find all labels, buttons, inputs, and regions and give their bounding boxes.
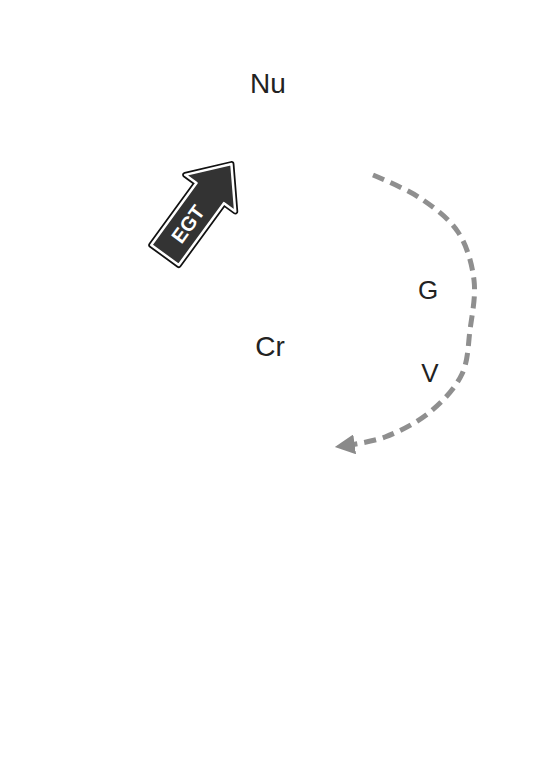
- node-label: Nu: [250, 70, 286, 98]
- chromatophore-shape: [85, 195, 345, 625]
- er-cisterna: [326, 47, 358, 121]
- nuclear-envelope: [206, 52, 330, 176]
- er-cisterna: [336, 143, 373, 198]
- transfer-arrow: [151, 164, 235, 265]
- chromatophore-body: [122, 235, 300, 585]
- arrow-body: [151, 164, 235, 265]
- er-cisterna: [344, 53, 368, 148]
- nucleus: Nu: [198, 45, 383, 207]
- golgi-cisterna: [398, 206, 494, 247]
- golgi-vesicle: [494, 267, 502, 275]
- golgi-cisterna: [389, 237, 482, 276]
- plastid-shadow: [95, 270, 305, 610]
- arrow-outline: [151, 164, 235, 265]
- background-plastid: [95, 270, 305, 610]
- organelle-label: G: [418, 277, 438, 303]
- wall-segments: [17, 17, 519, 713]
- er-cisterna: [306, 45, 345, 94]
- er-cisterna: [323, 156, 357, 195]
- organelle-label: V: [421, 360, 438, 386]
- cell-stalk: [258, 716, 278, 758]
- nuclear-envelope: [210, 56, 326, 172]
- nucleus-body: [206, 52, 330, 176]
- chromatophore-body: [122, 235, 300, 585]
- node-label: Cr: [255, 333, 285, 361]
- er-cisterna: [357, 54, 378, 133]
- plastid-lumen: [170, 305, 286, 545]
- wall-band: [17, 17, 519, 713]
- golgi-vesicle: [377, 215, 385, 223]
- chromatophore-body: [122, 235, 300, 585]
- er-cisterna: [317, 102, 348, 175]
- golgi-vesicle: [500, 245, 508, 253]
- golgi-cisterna: [393, 213, 493, 255]
- nucleus-shape: [198, 45, 383, 207]
- cell-wall: [17, 17, 519, 758]
- golgi-vesicle: [385, 205, 393, 213]
- golgi-cisterna: [389, 220, 493, 264]
- er-cisterna: [311, 130, 356, 191]
- wall-outline: [17, 17, 519, 713]
- dashed-path: [347, 175, 475, 445]
- golgi-vesicle: [379, 229, 385, 235]
- chromatophore: Cr: [85, 195, 345, 625]
- transport-arrow: [347, 175, 475, 445]
- chromatophore-body: [122, 235, 300, 585]
